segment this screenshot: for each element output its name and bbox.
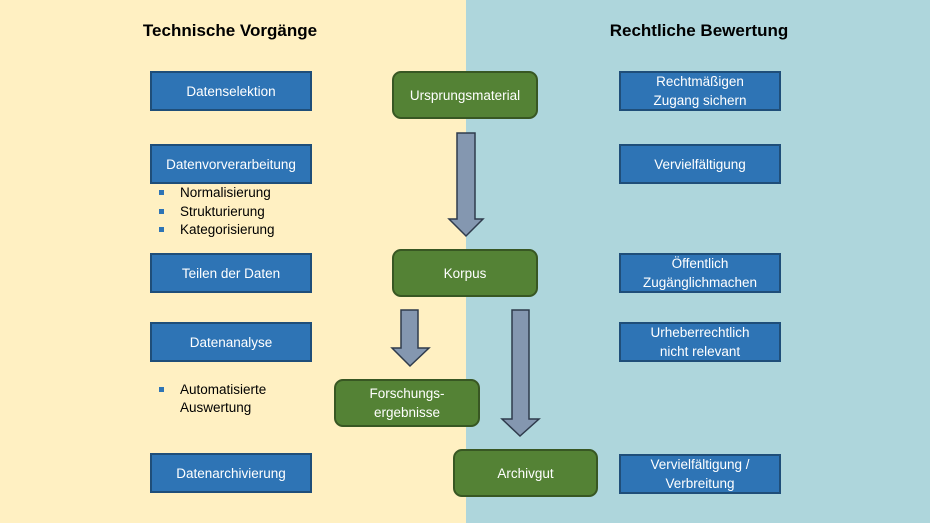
- bullet-square-icon: [159, 190, 164, 195]
- step-data-archiving: Datenarchivierung: [150, 453, 312, 493]
- step-data-preprocessing: Datenvorverarbeitung: [150, 144, 312, 184]
- bullet-text: Normalisierung: [180, 185, 271, 200]
- bullet-item: Strukturierung: [158, 203, 275, 222]
- node-source-material: Ursprungsmaterial: [392, 71, 538, 119]
- bullet-text: Kategorisierung: [180, 222, 275, 237]
- step-data-analysis: Datenanalyse: [150, 322, 312, 362]
- node-research-results: Forschungs- ergebnisse: [334, 379, 480, 427]
- bullet-text: Strukturierung: [180, 203, 265, 219]
- step-data-sharing: Teilen der Daten: [150, 253, 312, 293]
- legal-not-copyright-relevant: Urheberrechtlich nicht relevant: [619, 322, 781, 362]
- heading-technical-processes: Technische Vorgänge: [142, 21, 318, 40]
- node-archival-material: Archivgut: [453, 449, 598, 497]
- bullet-square-icon: [159, 227, 164, 232]
- bullet-item: Kategorisierung: [158, 221, 275, 240]
- arrow-corpus-to-research-results: [390, 309, 431, 368]
- legal-making-publicly-available: Öffentlich Zugänglichmachen: [619, 253, 781, 293]
- step-data-selection: Datenselektion: [150, 71, 312, 111]
- heading-legal-assessment: Rechtliche Bewertung: [609, 21, 789, 40]
- bullet-text: Automatisierte Auswertung: [180, 381, 267, 416]
- legal-secure-lawful-access: Rechtmäßigen Zugang sichern: [619, 71, 781, 111]
- legal-reproduction-distribution: Vervielfältigung / Verbreitung: [619, 454, 781, 494]
- arrow-source-to-corpus: [447, 132, 485, 238]
- preprocessing-bullet-list: Normalisierung Strukturierung Kategorisi…: [158, 184, 275, 240]
- bullet-item: Normalisierung: [158, 184, 275, 203]
- analysis-bullet-list: Automatisierte Auswertung: [158, 362, 266, 436]
- bullet-square-icon: [159, 386, 164, 392]
- bullet-item: Automatisierte Auswertung: [158, 381, 266, 418]
- arrow-corpus-to-archive: [500, 309, 541, 438]
- node-corpus: Korpus: [392, 249, 538, 297]
- legal-reproduction: Vervielfältigung: [619, 144, 781, 184]
- bullet-square-icon: [159, 208, 164, 214]
